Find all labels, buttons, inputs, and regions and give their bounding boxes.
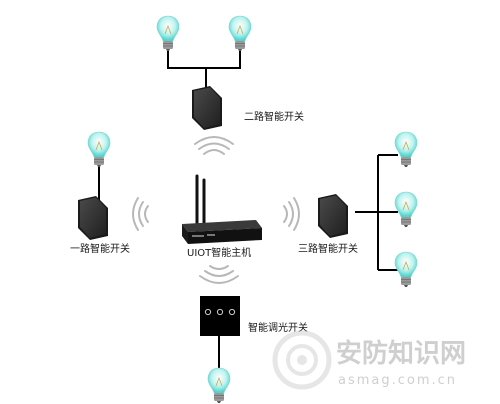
hub-router <box>182 174 262 244</box>
dimmer-switch-panel <box>200 296 240 336</box>
bulb-icon <box>228 15 252 52</box>
three-gang-switch-label: 三路智能开关 <box>298 242 358 255</box>
one-gang-switch-panel <box>78 196 108 240</box>
wire-two-gang <box>167 48 241 90</box>
watermark-title: 安防知识网 <box>336 339 466 369</box>
one-gang-switch-label: 一路智能开关 <box>70 242 130 255</box>
bulb-icon <box>207 367 231 404</box>
bulb-icon <box>394 191 418 228</box>
wireless-signal-icon <box>132 197 149 231</box>
dimmer-switch-label: 智能调光开关 <box>248 321 308 334</box>
hub-label: UIOT智能主机 <box>187 246 251 259</box>
two-gang-switch-label: 二路智能开关 <box>244 110 304 123</box>
wireless-signal-icon <box>199 265 239 284</box>
bulb-icon <box>394 131 418 168</box>
wireless-signal-icon <box>194 136 234 155</box>
three-gang-switch-panel <box>318 194 348 238</box>
bulb-icon <box>87 131 111 168</box>
two-gang-switch-panel <box>192 86 222 130</box>
watermark-url: asmag.com.cn <box>338 373 457 388</box>
bulb-icon <box>156 15 180 52</box>
wire-three-gang <box>355 154 398 271</box>
bulb-icon <box>394 251 418 288</box>
watermark-logo-icon <box>272 330 332 390</box>
wireless-signal-icon <box>283 197 300 231</box>
wires <box>98 48 398 368</box>
